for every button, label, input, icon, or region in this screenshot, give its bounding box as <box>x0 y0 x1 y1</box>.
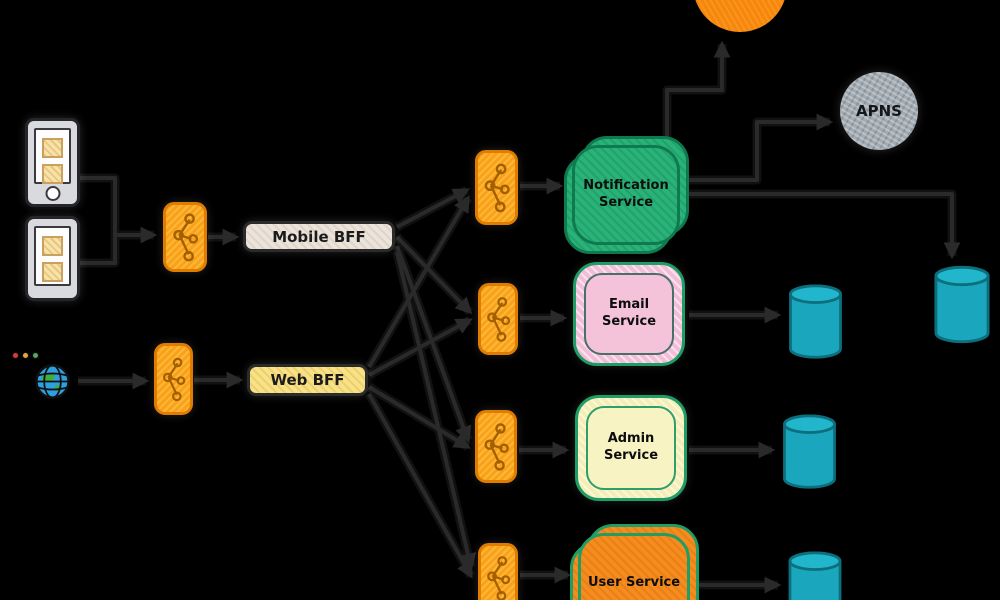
wire-webbff-email <box>368 318 473 377</box>
wire-mobilebff-user <box>395 251 477 571</box>
user-gateway-share-nodes-icon <box>478 543 518 600</box>
green-dot-icon <box>32 352 39 359</box>
mobile-bff-label: Mobile BFF <box>272 227 366 246</box>
user-database-cylinder-icon <box>788 551 842 600</box>
notification-database-cylinder-icon <box>934 265 990 344</box>
wire-mobilebff-admin <box>395 245 472 444</box>
admin-database-cylinder-icon <box>783 414 836 489</box>
wire-notification-to-db <box>683 192 961 260</box>
wire-webbff-notification <box>367 195 470 369</box>
mobile-gateway-share-nodes-icon <box>163 202 207 272</box>
app-tile <box>42 262 63 282</box>
wire-mobilebff-email <box>395 235 473 315</box>
red-dot-icon <box>12 352 19 359</box>
smartphone-icon <box>25 118 80 207</box>
app-tile <box>42 236 63 256</box>
wire-webbff-user <box>367 393 473 579</box>
admin-gateway-share-nodes-icon <box>475 410 517 483</box>
user-service-node: User Service <box>570 524 699 600</box>
service-card: Admin Service <box>586 406 676 490</box>
web-bff-label: Web BFF <box>270 371 345 389</box>
email-gateway-share-nodes-icon <box>478 283 518 355</box>
wire-notification-to-apns <box>683 113 834 182</box>
service-card: Notification Service <box>572 145 680 245</box>
notification-gateway-share-nodes-icon <box>475 150 518 225</box>
service-card: User Service <box>578 533 690 600</box>
tablet-icon <box>25 216 80 301</box>
service-label: Notification Service <box>583 178 669 210</box>
yellow-dot-icon <box>22 352 29 359</box>
apns-label: APNS <box>856 102 902 120</box>
service-card: Email Service <box>584 273 674 355</box>
web-bff-node: Web BFF <box>247 364 368 396</box>
service-label: Email Service <box>601 297 657 329</box>
wire-devices-bracket <box>80 176 117 265</box>
app-tile <box>42 164 63 184</box>
email-database-cylinder-icon <box>789 284 842 359</box>
browser-window-dots <box>12 352 39 359</box>
wire-lines <box>78 40 961 594</box>
web-gateway-share-nodes-icon <box>154 343 193 415</box>
service-label: Admin Service <box>603 431 659 463</box>
globe-browser-icon <box>35 364 70 399</box>
wire-webbff-admin <box>367 385 471 449</box>
apns-node: APNS <box>840 72 918 150</box>
admin-service-node: Admin Service <box>575 395 687 501</box>
mobile-bff-node: Mobile BFF <box>243 221 395 252</box>
device-screen <box>34 226 71 286</box>
device-screen <box>34 128 71 184</box>
email-service-node: Email Service <box>573 262 685 366</box>
service-label: User Service <box>587 574 681 590</box>
notification-service-node: Notification Service <box>564 136 689 254</box>
home-button-icon <box>45 186 60 201</box>
wire-notification-to-push <box>665 40 731 143</box>
app-tile <box>42 138 63 158</box>
